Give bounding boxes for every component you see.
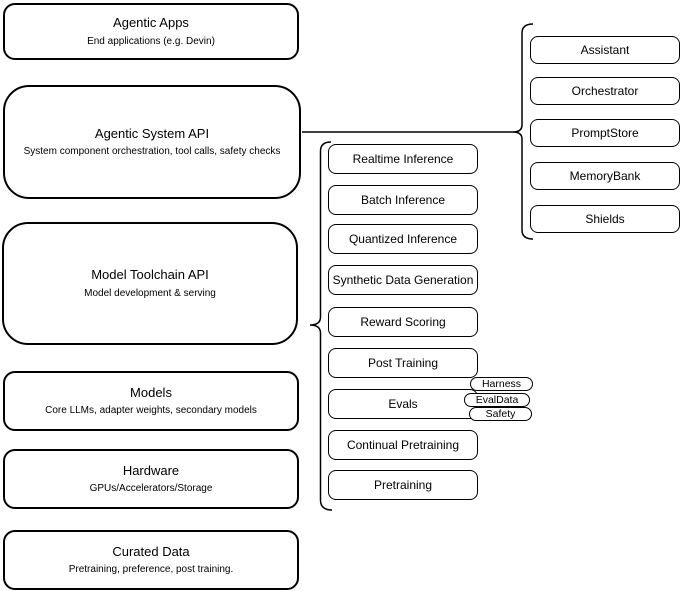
node-models: Models Core LLMs, adapter weights, secon… — [3, 371, 299, 431]
node-curated-data: Curated Data Pretraining, preference, po… — [3, 530, 299, 590]
node-post-training: Post Training — [328, 348, 478, 378]
node-continual-pretraining: Continual Pretraining — [328, 430, 478, 460]
node-hardware: Hardware GPUs/Accelerators/Storage — [3, 449, 299, 509]
node-title: Hardware — [122, 462, 180, 478]
node-evals: Evals — [328, 389, 478, 419]
pill-safety: Safety — [469, 407, 532, 421]
node-title: Agentic Apps — [113, 15, 189, 31]
node-assistant: Assistant — [530, 36, 680, 64]
node-pretraining: Pretraining — [328, 470, 478, 500]
node-reward-scoring: Reward Scoring — [328, 307, 478, 337]
node-title: Model Toolchain API — [91, 267, 209, 283]
node-agentic-apps: Agentic Apps End applications (e.g. Devi… — [3, 3, 299, 60]
node-title: Models — [130, 384, 172, 400]
node-subtitle: System component orchestration, tool cal… — [23, 146, 281, 158]
node-title: Curated Data — [112, 543, 190, 559]
node-realtime-inference: Realtime Inference — [328, 144, 478, 174]
node-promptstore: PromptStore — [530, 119, 680, 147]
node-subtitle: End applications (e.g. Devin) — [87, 35, 215, 47]
node-subtitle: Core LLMs, adapter weights, secondary mo… — [45, 405, 257, 417]
node-orchestrator: Orchestrator — [530, 77, 680, 105]
node-subtitle: Model development & serving — [84, 287, 216, 299]
pill-evaldata: EvalData — [464, 393, 530, 407]
pill-harness: Harness — [470, 377, 533, 391]
node-memorybank: MemoryBank — [530, 162, 680, 190]
node-subtitle: Pretraining, preference, post training. — [68, 564, 234, 576]
node-synthetic-data-generation: Synthetic Data Generation — [328, 265, 478, 295]
node-subtitle: GPUs/Accelerators/Storage — [89, 483, 213, 495]
node-quantized-inference: Quantized Inference — [328, 224, 478, 254]
node-batch-inference: Batch Inference — [328, 185, 478, 215]
node-model-toolchain-api: Model Toolchain API Model development & … — [2, 222, 298, 345]
node-shields: Shields — [530, 205, 680, 233]
node-title: Agentic System API — [94, 125, 210, 141]
node-agentic-system-api: Agentic System API System component orch… — [3, 85, 301, 199]
